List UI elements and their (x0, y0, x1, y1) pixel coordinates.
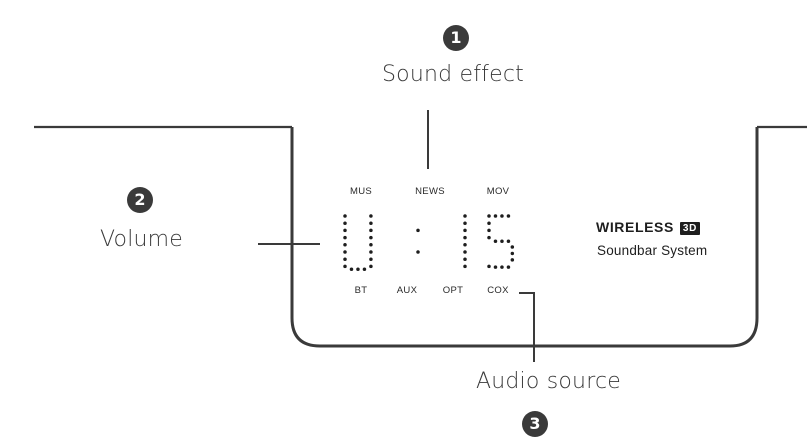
display-dot-char3-8 (463, 264, 467, 269)
display-dot-char4-12 (510, 251, 515, 256)
display-dot-char4-2 (493, 214, 498, 218)
display-dot-char1-3 (343, 228, 347, 233)
mode-label-mus: MUS (349, 186, 373, 197)
display-dot-char1-19 (369, 264, 373, 269)
display-dot-char4-4 (506, 214, 511, 218)
display-dot-char4-6 (487, 228, 491, 233)
display-dot-char4-15 (493, 265, 498, 269)
display-dot-char4-3 (500, 214, 504, 218)
mode-label-news: NEWS (415, 186, 445, 197)
source-label-cox: COX (487, 285, 509, 296)
source-label-aux: AUX (396, 285, 418, 296)
display-dot-char1-18 (369, 257, 373, 261)
brand-name: WIRELESS (596, 219, 674, 235)
display-dot-char3-7 (463, 257, 467, 261)
display-dot-char1-15 (369, 235, 373, 240)
display-dot-char1-5 (343, 243, 347, 247)
display-dot-char3-3 (463, 228, 467, 233)
display-dot-char1-11 (362, 267, 367, 272)
display-dot-char1-2 (343, 221, 347, 225)
display-dot-char4-11 (510, 245, 515, 249)
callout-label-volume: Volume (100, 227, 184, 252)
brand-subtitle: Soundbar System (597, 243, 708, 258)
display-dot-char4-5 (487, 221, 491, 225)
leader-line-audio-source (519, 292, 535, 362)
display-dot-char3-2 (463, 221, 467, 225)
display-dot-char1-4 (343, 235, 347, 240)
brand-title: WIRELESS 3D (596, 219, 700, 235)
display-dot-char1-6 (343, 250, 347, 254)
display-dot-char1-16 (369, 243, 373, 247)
callout-label-audio-source: Audio source (476, 369, 621, 394)
display-dot-char2-2 (416, 250, 420, 254)
display-dot-char3-6 (463, 250, 467, 254)
display-dot-char4-13 (510, 258, 515, 262)
display-dot-char3-1 (463, 214, 467, 218)
display-dot-char1-10 (356, 267, 360, 272)
display-dot-char1-9 (349, 267, 354, 272)
display-dot-char1-12 (369, 214, 373, 218)
display-dot-char1-13 (369, 221, 373, 225)
display-dot-char4-7 (487, 235, 491, 240)
dot-matrix-display (343, 214, 515, 272)
display-dot-char1-17 (369, 250, 373, 254)
display-dot-char3-5 (463, 243, 467, 247)
source-label-opt: OPT (442, 285, 464, 296)
display-dot-char1-8 (343, 264, 347, 269)
display-dot-char4-14 (487, 264, 491, 269)
display-dot-char2-1 (416, 228, 420, 233)
display-panel-outline (290, 127, 759, 348)
callout-number-1: 1 (443, 25, 469, 51)
source-label-bt: BT (354, 285, 368, 296)
display-dot-char4-8 (493, 239, 498, 243)
callout-number-3: 3 (522, 411, 548, 437)
display-dot-char1-7 (343, 257, 347, 261)
callout-label-sound-effect: Sound effect (382, 62, 524, 87)
display-dot-char4-10 (506, 239, 511, 243)
callout-number-2: 2 (127, 187, 153, 213)
display-dot-char4-1 (487, 214, 491, 218)
brand-badge-3d: 3D (679, 222, 700, 235)
display-dot-char3-4 (463, 235, 467, 240)
display-dot-char1-1 (343, 214, 347, 218)
display-dot-char4-17 (506, 265, 511, 269)
mode-label-mov: MOV (486, 186, 510, 197)
display-dot-char4-16 (500, 265, 504, 269)
display-dot-char4-9 (500, 239, 504, 243)
display-dot-char1-14 (369, 228, 373, 233)
